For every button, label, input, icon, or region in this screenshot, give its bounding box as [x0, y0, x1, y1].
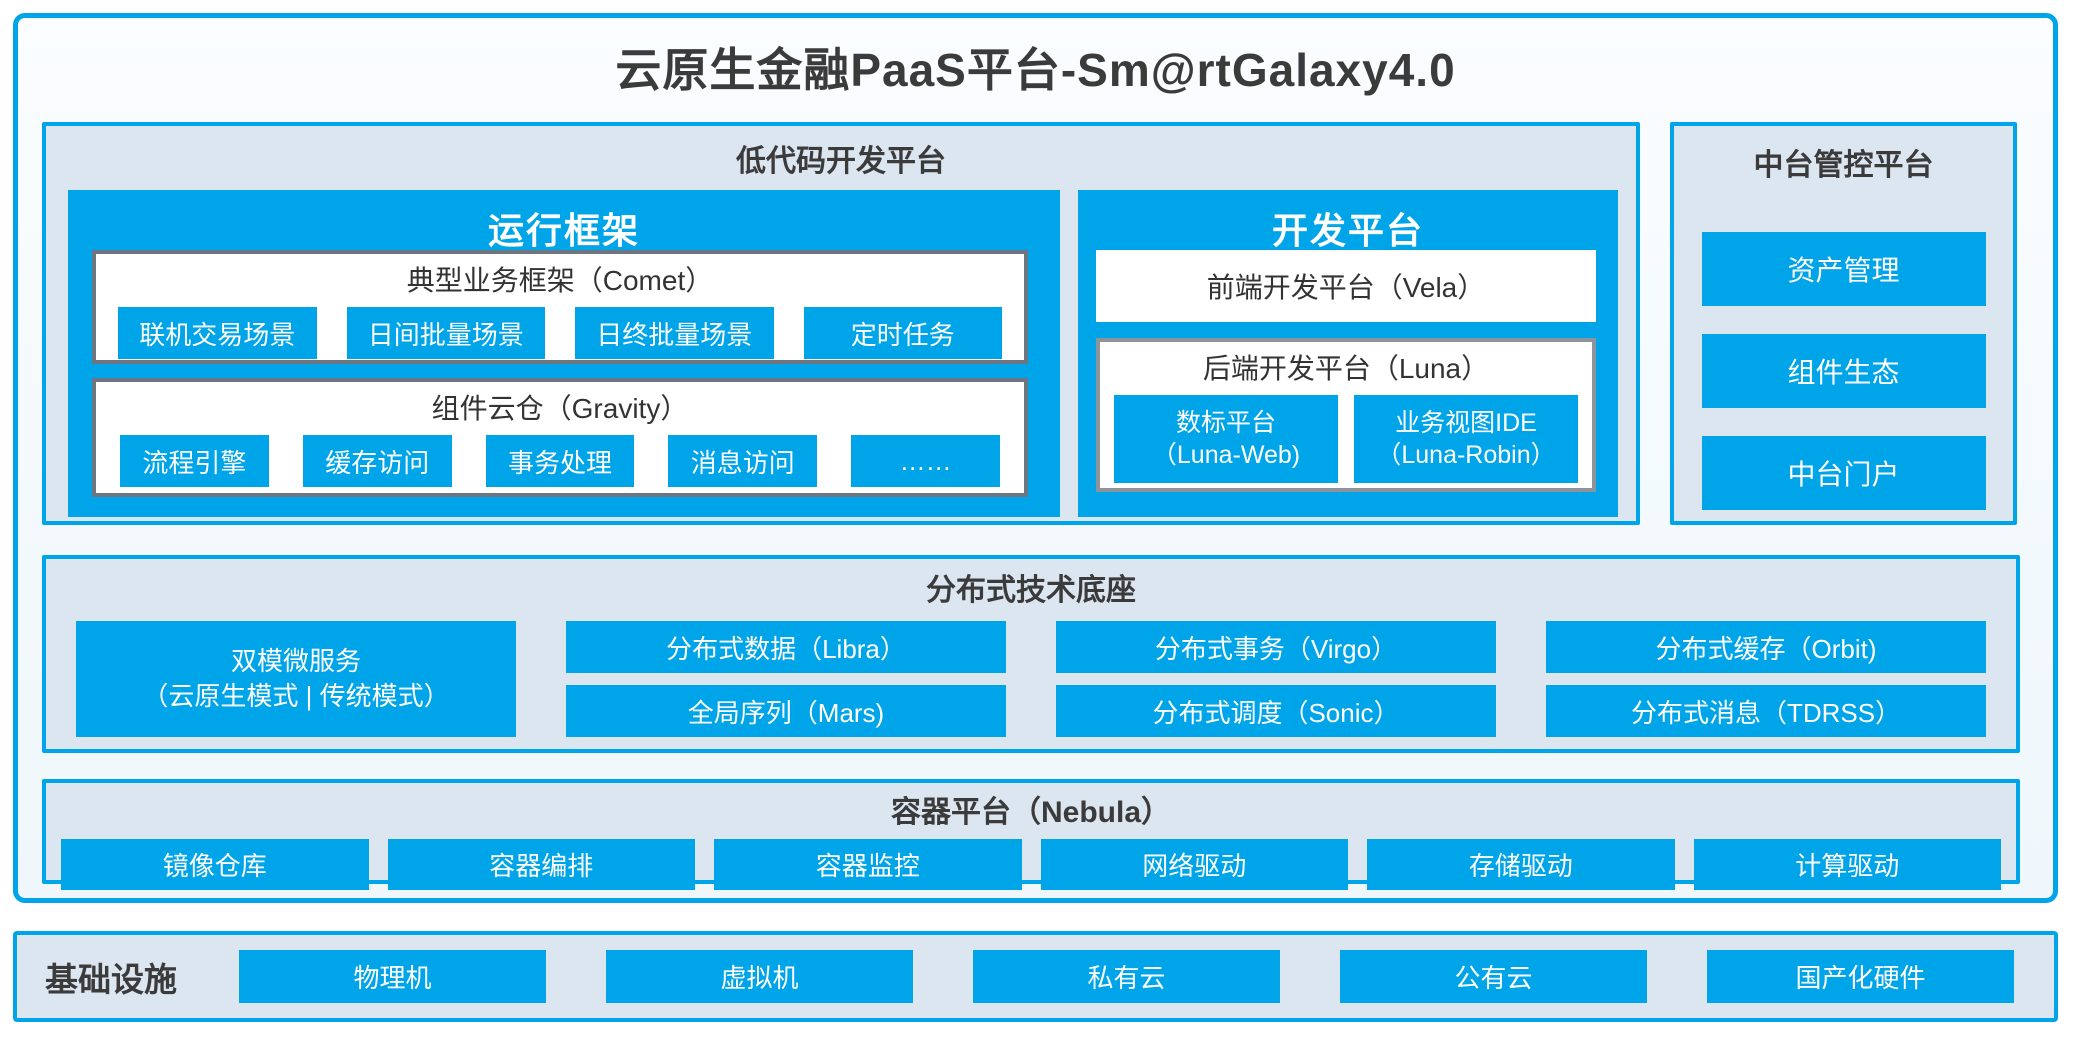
container-section-label: 容器平台（Nebula） [890, 796, 1172, 829]
infrastructure-item: 国产化硬件 [1707, 950, 2014, 1003]
container-item: 计算驱动 [1693, 839, 2001, 890]
luna-item-name: 业务视图IDE [1395, 408, 1537, 437]
infrastructure-item: 物理机 [239, 950, 546, 1003]
luna-item: 数标平台 （Luna-Web) [1114, 395, 1338, 483]
luna-item-name: 数标平台 [1175, 408, 1276, 437]
vela-box: 前端开发平台（Vela） [1096, 250, 1596, 322]
distributed-item: 分布式缓存（Orbit) [1546, 621, 1986, 673]
distributed-item: 分布式调度（Sonic） [1056, 685, 1496, 737]
infrastructure-section: 基础设施 物理机 虚拟机 私有云 公有云 国产化硬件 [13, 931, 2058, 1022]
infrastructure-item-row: 物理机 虚拟机 私有云 公有云 国产化硬件 [239, 950, 2014, 1003]
container-item: 容器编排 [387, 839, 695, 890]
dev-panel: 开发平台 前端开发平台（Vela） 后端开发平台（Luna） 数标平台 （Lun… [1078, 190, 1618, 517]
midplatform-section: 中台管控平台 资产管理 组件生态 中台门户 [1670, 122, 2017, 525]
infrastructure-item: 虚拟机 [606, 950, 913, 1003]
lowcode-section: 低代码开发平台 运行框架 典型业务框架（Comet） 联机交易场景 日间批量场景… [42, 122, 1640, 525]
page-title: 云原生金融PaaS平台-Sm@rtGalaxy4.0 [615, 44, 1456, 96]
luna-box: 后端开发平台（Luna） 数标平台 （Luna-Web) 业务视图IDE （Lu… [1096, 338, 1596, 492]
container-section: 容器平台（Nebula） 镜像仓库 容器编排 容器监控 网络驱动 存储驱动 计算… [42, 779, 2020, 890]
distributed-item: 分布式消息（TDRSS） [1546, 685, 1986, 737]
container-item: 网络驱动 [1040, 839, 1348, 890]
distributed-section-label: 分布式技术底座 [926, 574, 1136, 607]
infrastructure-section-label: 基础设施 [45, 960, 177, 998]
distributed-grid: 双模微服务 （云原生模式 | 传统模式） 分布式数据（Libra） 分布式事务（… [46, 621, 2016, 737]
dev-panel-title: 开发平台 [1271, 210, 1424, 251]
midplatform-item: 资产管理 [1701, 232, 1986, 306]
gravity-item: 缓存访问 [302, 435, 452, 487]
lowcode-section-label: 低代码开发平台 [736, 145, 946, 178]
gravity-item-row: 流程引擎 缓存访问 事务处理 消息访问 …… [96, 435, 1024, 487]
midplatform-item-column: 资产管理 组件生态 中台门户 [1674, 232, 2013, 510]
distributed-item: 分布式事务（Virgo） [1056, 621, 1496, 673]
midplatform-section-label: 中台管控平台 [1753, 149, 1934, 182]
container-item: 容器监控 [714, 839, 1022, 890]
gravity-box: 组件云仓（Gravity） 流程引擎 缓存访问 事务处理 消息访问 …… [92, 378, 1028, 497]
comet-box-title: 典型业务框架（Comet） [406, 265, 714, 296]
comet-box: 典型业务框架（Comet） 联机交易场景 日间批量场景 日终批量场景 定时任务 [92, 250, 1028, 364]
gravity-item: 流程引擎 [120, 435, 269, 487]
distributed-item: 全局序列（Mars) [566, 685, 1006, 737]
infrastructure-item: 公有云 [1340, 950, 1647, 1003]
gravity-item: 消息访问 [668, 435, 818, 487]
luna-item: 业务视图IDE （Luna-Robin） [1354, 395, 1578, 483]
luna-item-code: （Luna-Web) [1151, 441, 1301, 469]
container-item: 存储驱动 [1367, 839, 1675, 890]
dual-mode-microservice-box: 双模微服务 （云原生模式 | 传统模式） [76, 621, 516, 737]
runtime-panel-title: 运行框架 [487, 210, 640, 251]
gravity-item: 事务处理 [485, 435, 635, 487]
comet-item: 定时任务 [803, 307, 1002, 359]
midplatform-item: 中台门户 [1701, 436, 1986, 510]
comet-item: 联机交易场景 [118, 307, 317, 359]
luna-box-title: 后端开发平台（Luna） [1202, 353, 1490, 384]
gravity-box-title: 组件云仓（Gravity） [431, 393, 689, 424]
comet-item: 日间批量场景 [346, 307, 545, 359]
infrastructure-item: 私有云 [973, 950, 1280, 1003]
platform-frame: 云原生金融PaaS平台-Sm@rtGalaxy4.0 低代码开发平台 运行框架 … [13, 13, 2058, 903]
comet-item: 日终批量场景 [575, 307, 774, 359]
container-item-row: 镜像仓库 容器编排 容器监控 网络驱动 存储驱动 计算驱动 [46, 839, 2016, 890]
distributed-section: 分布式技术底座 双模微服务 （云原生模式 | 传统模式） 分布式数据（Libra… [42, 555, 2020, 753]
distributed-item: 分布式数据（Libra） [566, 621, 1006, 673]
container-item: 镜像仓库 [61, 839, 369, 890]
comet-item-row: 联机交易场景 日间批量场景 日终批量场景 定时任务 [96, 307, 1024, 359]
luna-item-row: 数标平台 （Luna-Web) 业务视图IDE （Luna-Robin） [1100, 395, 1592, 483]
gravity-item: …… [851, 435, 1000, 487]
runtime-panel: 运行框架 典型业务框架（Comet） 联机交易场景 日间批量场景 日终批量场景 … [68, 190, 1060, 517]
dual-mode-line1: 双模微服务 [230, 645, 361, 676]
luna-item-code: （Luna-Robin） [1376, 441, 1556, 469]
midplatform-item: 组件生态 [1701, 334, 1986, 408]
dual-mode-line2: （云原生模式 | 传统模式） [142, 681, 450, 711]
